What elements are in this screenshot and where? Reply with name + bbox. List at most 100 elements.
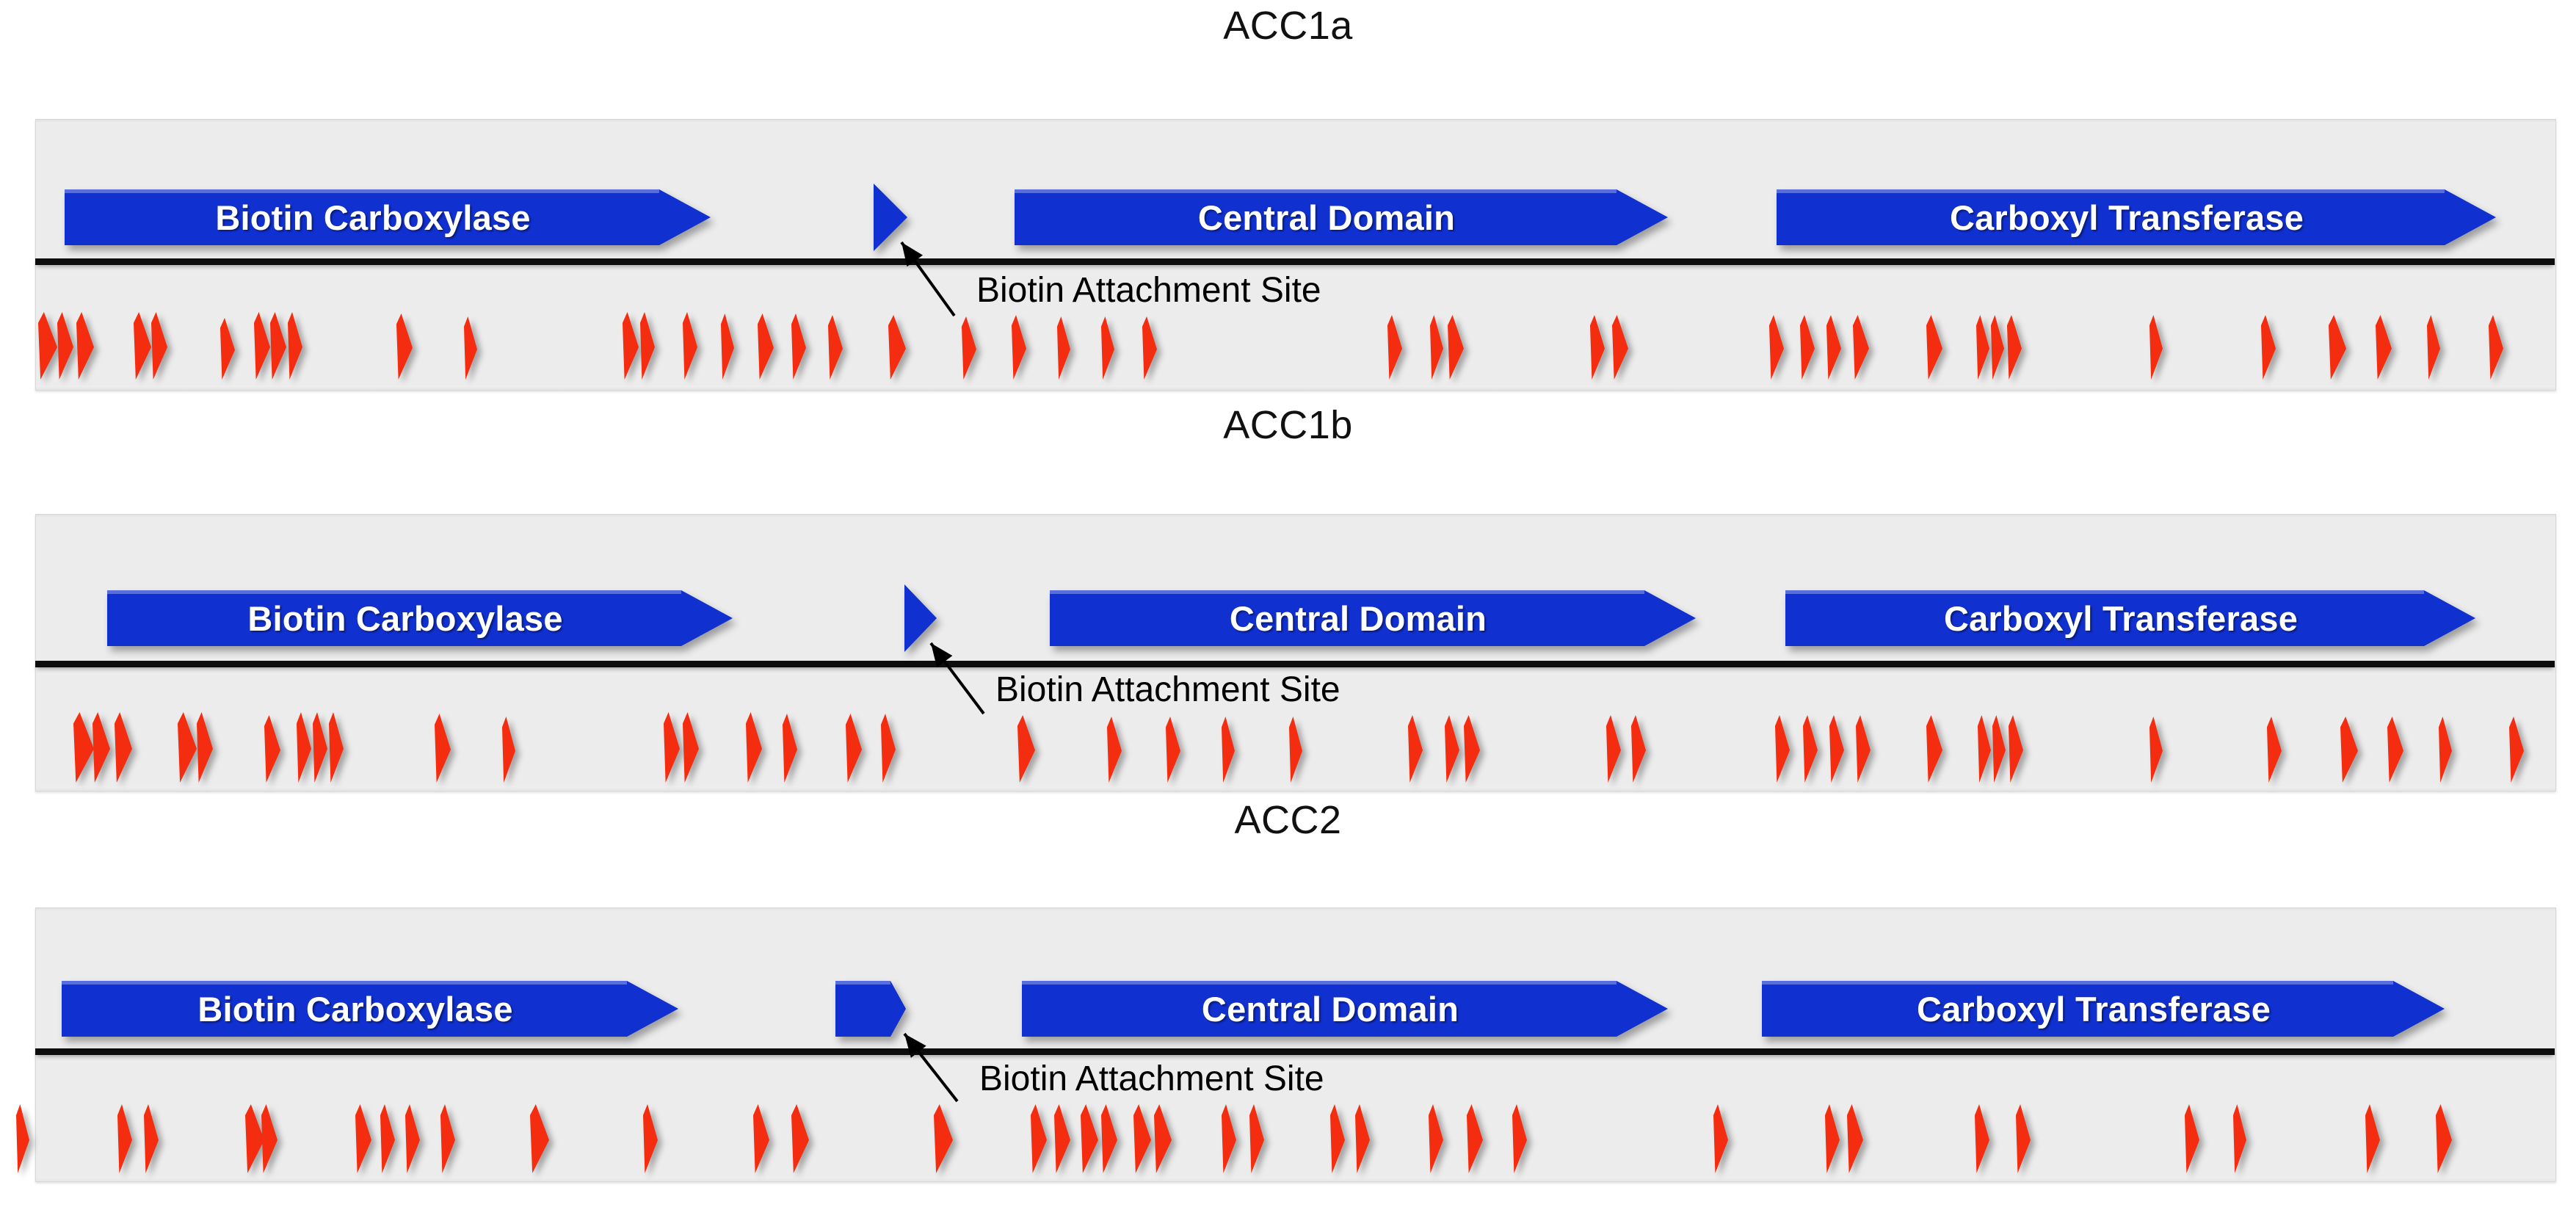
exon-boundary-marker [1992, 715, 2006, 783]
exon-boundary-marker [1512, 1104, 1527, 1173]
domain-arrow-biotin-carboxylase[interactable]: Biotin Carboxylase [107, 590, 733, 646]
exon-boundary-marker [1467, 1104, 1483, 1173]
exon-boundary-marker [1803, 715, 1818, 783]
exon-boundary-marker [38, 312, 57, 380]
exon-boundary-marker [846, 714, 862, 783]
panel-bottom-highlight [36, 385, 2555, 390]
domain-arrow-carboxyl-transferase[interactable]: Carboxyl Transferase [1785, 590, 2475, 646]
exon-boundary-marker [2340, 717, 2358, 783]
exon-boundary-marker [664, 712, 680, 783]
exon-boundary-marker [791, 1104, 809, 1173]
exon-boundary-marker [2149, 717, 2163, 783]
exon-boundary-marker [1408, 715, 1423, 783]
exon-boundary-marker [1107, 717, 1122, 783]
exon-boundary-marker [1054, 1104, 1070, 1173]
biotin-attachment-site-marker[interactable] [835, 981, 906, 1037]
exon-boundary-marker [440, 1104, 455, 1173]
exon-boundary-marker [1631, 715, 1646, 783]
exon-boundary-marker [502, 717, 515, 783]
exon-boundary-marker [151, 312, 167, 380]
exon-boundary-marker [1464, 715, 1480, 783]
biotin-attachment-site-label: Biotin Attachment Site [976, 271, 1321, 310]
exon-boundary-marker [1166, 717, 1180, 783]
exon-boundary-marker [530, 1104, 549, 1173]
exon-boundary-marker [16, 1104, 29, 1173]
exon-boundary-marker [623, 312, 639, 380]
exon-boundary-marker [1101, 316, 1114, 380]
exon-boundary-marker [2149, 315, 2163, 380]
exon-boundary-marker [115, 712, 132, 783]
exon-boundary-marker [2261, 315, 2276, 380]
exon-boundary-marker [1448, 315, 1464, 380]
exon-boundary-marker [1289, 717, 1302, 783]
isoform-panel-acc2 [35, 907, 2556, 1182]
exon-boundary-marker [888, 315, 906, 380]
exon-boundary-marker [934, 1104, 953, 1173]
exon-boundary-marker [1081, 1104, 1098, 1173]
panel-bottom-highlight [36, 1177, 2555, 1181]
exon-boundary-marker [2185, 1104, 2199, 1173]
exon-boundary-marker [313, 712, 327, 783]
exon-boundary-marker [1769, 315, 1784, 380]
exon-boundary-marker [2007, 315, 2022, 380]
exon-boundary-marker [1991, 315, 2004, 380]
exon-boundary-marker [2329, 315, 2346, 380]
domain-arrow-biotin-carboxylase[interactable]: Biotin Carboxylase [62, 981, 678, 1037]
exon-boundary-marker [220, 318, 235, 380]
biotin-attachment-site-label: Biotin Attachment Site [995, 670, 1340, 709]
exon-boundary-marker [1926, 315, 1942, 380]
panel-top-highlight [36, 120, 2555, 123]
exon-boundary-marker [1856, 715, 1871, 783]
exon-boundary-marker [1430, 315, 1443, 380]
exon-boundary-marker [144, 1104, 159, 1173]
exon-boundary-marker [1975, 1104, 1989, 1173]
exon-boundary-marker [73, 712, 94, 783]
exon-boundary-marker [197, 712, 213, 783]
biotin-attachment-site-marker[interactable] [874, 184, 907, 251]
exon-boundary-marker [288, 312, 302, 380]
exon-boundary-marker [1031, 1104, 1047, 1173]
biotin-attachment-site-marker[interactable] [904, 584, 937, 652]
exon-boundary-marker [828, 315, 843, 380]
exon-boundary-marker [1825, 1104, 1840, 1173]
exon-boundary-marker [1829, 715, 1844, 783]
domain-arrow-carboxyl-transferase[interactable]: Carboxyl Transferase [1777, 189, 2496, 245]
exon-boundary-marker [643, 1104, 658, 1173]
exon-boundary-marker [2387, 717, 2403, 783]
exon-boundary-marker [1606, 715, 1621, 783]
exon-boundary-marker [1775, 715, 1790, 783]
exon-boundary-marker [1017, 715, 1035, 783]
panel-title-acc1b: ACC1b [1223, 403, 1353, 447]
domain-arrow-biotin-carboxylase[interactable]: Biotin Carboxylase [65, 189, 711, 245]
exon-boundary-marker [2436, 1104, 2452, 1173]
exon-boundary-marker [746, 712, 762, 783]
exon-boundary-marker [2233, 1104, 2246, 1173]
exon-boundary-marker [1976, 315, 1989, 380]
exon-boundary-marker [264, 715, 280, 783]
exon-boundary-marker [117, 1104, 132, 1173]
exon-boundary-marker [464, 316, 477, 380]
domain-arrow-carboxyl-transferase[interactable]: Carboxyl Transferase [1762, 981, 2445, 1037]
exon-boundary-marker [2365, 1104, 2380, 1173]
exon-boundary-marker [355, 1104, 371, 1173]
exon-boundary-marker [1826, 315, 1841, 380]
panel-title-acc2: ACC2 [1234, 798, 1342, 842]
biotin-attachment-site-label: Biotin Attachment Site [979, 1059, 1324, 1098]
domain-arrow-central-domain[interactable]: Central Domain [1022, 981, 1668, 1037]
exon-boundary-marker [2427, 315, 2440, 380]
domain-arrow-central-domain[interactable]: Central Domain [1015, 189, 1668, 245]
exon-boundary-marker [1926, 715, 1942, 783]
domain-arrow-central-domain[interactable]: Central Domain [1050, 590, 1696, 646]
exon-boundary-marker [683, 712, 699, 783]
exon-boundary-marker [92, 712, 110, 783]
exon-boundary-marker [1154, 1104, 1172, 1173]
exon-boundary-marker [1057, 316, 1070, 380]
exon-boundary-marker [721, 313, 734, 380]
panel-top-highlight [36, 515, 2555, 518]
exon-boundary-marker [254, 312, 270, 380]
exon-boundary-marker [758, 313, 774, 380]
exon-boundary-marker [2009, 715, 2023, 783]
protein-backbone-line [35, 258, 2555, 265]
isoform-panel-acc1a [35, 119, 2556, 391]
